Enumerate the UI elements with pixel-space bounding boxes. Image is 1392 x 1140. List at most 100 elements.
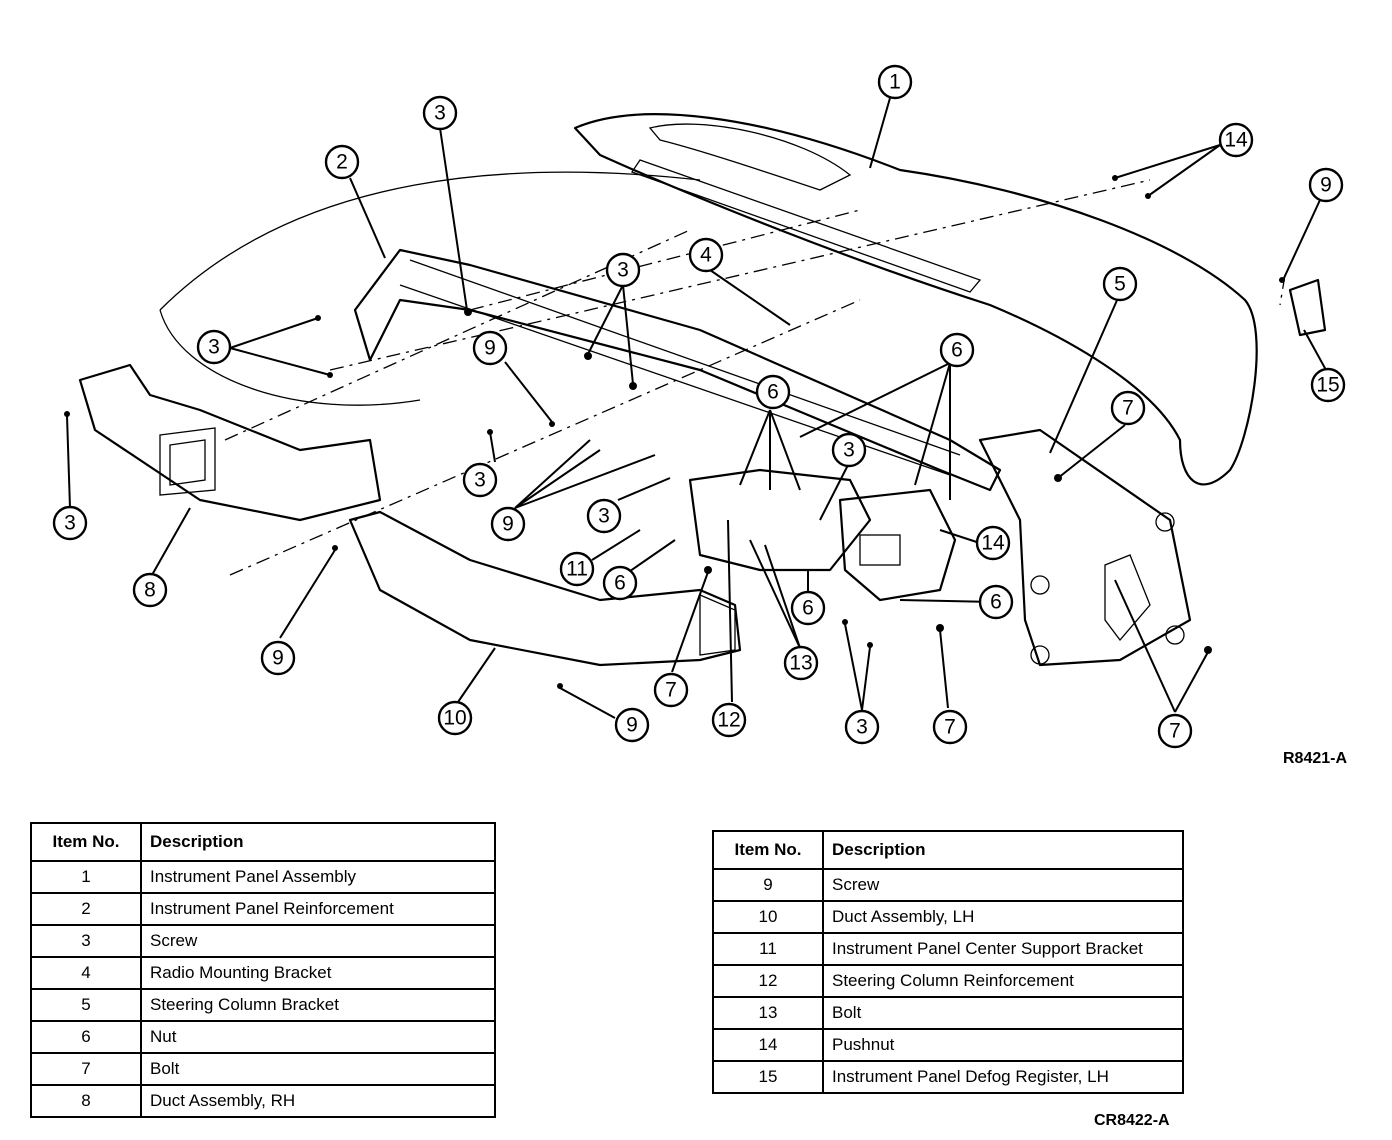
callout-3: 3 — [844, 709, 880, 745]
item-description: Nut — [140, 1020, 496, 1054]
center-support-area — [688, 468, 957, 602]
callout-12: 12 — [711, 702, 747, 738]
legend-header-row: Item No. Description — [30, 822, 496, 862]
callout-1: 1 — [877, 64, 913, 100]
item-no: 5 — [30, 988, 142, 1022]
item-description: Duct Assembly, LH — [822, 900, 1184, 934]
defog-register-lh — [1288, 278, 1327, 337]
callout-3: 3 — [196, 329, 232, 365]
svg-text:11: 11 — [566, 558, 588, 581]
svg-text:7: 7 — [1169, 720, 1181, 743]
svg-text:7: 7 — [665, 679, 677, 702]
item-description: Bolt — [822, 996, 1184, 1030]
callout-7: 7 — [1157, 713, 1193, 749]
callout-3: 3 — [52, 505, 88, 541]
svg-text:2: 2 — [336, 151, 348, 174]
centerlines — [224, 179, 1286, 576]
callout-6: 6 — [939, 332, 975, 368]
callout-6: 6 — [978, 584, 1014, 620]
item-description: Steering Column Reinforcement — [822, 964, 1184, 998]
item-no: 2 — [30, 892, 142, 926]
callout-8: 8 — [132, 572, 168, 608]
item-description: Screw — [140, 924, 496, 958]
svg-text:6: 6 — [802, 597, 814, 620]
item-description: Screw — [822, 868, 1184, 902]
callout-7: 7 — [1110, 390, 1146, 426]
svg-text:15: 15 — [1316, 374, 1339, 397]
svg-text:9: 9 — [484, 337, 496, 360]
item-no: 12 — [712, 964, 824, 998]
svg-text:6: 6 — [951, 339, 963, 362]
svg-text:8: 8 — [144, 579, 156, 602]
svg-text:9: 9 — [502, 513, 514, 536]
svg-text:3: 3 — [474, 469, 486, 492]
item-no: 6 — [30, 1020, 142, 1054]
callout-15: 15 — [1310, 367, 1346, 403]
leader-lines — [66, 97, 1327, 719]
callout-3: 3 — [605, 252, 641, 288]
svg-text:9: 9 — [626, 714, 638, 737]
svg-text:7: 7 — [1122, 397, 1134, 420]
svg-text:3: 3 — [434, 102, 446, 125]
callout-13: 13 — [783, 645, 819, 681]
callout-5: 5 — [1102, 266, 1138, 302]
callout-9: 9 — [490, 506, 526, 542]
callout-6: 6 — [755, 374, 791, 410]
svg-text:3: 3 — [598, 505, 610, 528]
figure-ref-bottom: CR8422-A — [1094, 1112, 1170, 1129]
figure-ref-top: R8421-A — [1283, 750, 1348, 767]
exploded-view-drawing: 1 14 9 3 2 3 4 5 15 3 9 6 7 6 3 3 9 3 14… — [52, 64, 1346, 749]
legend-header-row: Item No. Description — [712, 830, 1184, 870]
svg-text:12: 12 — [717, 709, 740, 732]
item-no: 3 — [30, 924, 142, 958]
item-description: Instrument Panel Center Support Bracket — [822, 932, 1184, 966]
callout-3: 3 — [422, 95, 458, 131]
callout-3: 3 — [586, 498, 622, 534]
svg-text:3: 3 — [617, 259, 629, 282]
header-item-no: Item No. — [712, 830, 824, 870]
svg-text:5: 5 — [1114, 273, 1126, 296]
item-no: 15 — [712, 1060, 824, 1094]
svg-text:6: 6 — [767, 381, 779, 404]
steering-column-bracket — [978, 428, 1192, 667]
item-no: 8 — [30, 1084, 142, 1118]
callout-9: 9 — [472, 330, 508, 366]
svg-text:14: 14 — [1224, 129, 1248, 152]
callout-9: 9 — [1308, 167, 1344, 203]
svg-text:10: 10 — [443, 707, 466, 730]
svg-text:4: 4 — [700, 244, 712, 267]
instrument-panel-reinforcement — [353, 248, 1002, 492]
callout-6: 6 — [602, 565, 638, 601]
callout-2: 2 — [324, 144, 360, 180]
item-description: Instrument Panel Defog Register, LH — [822, 1060, 1184, 1094]
callout-4: 4 — [688, 237, 724, 273]
svg-text:1: 1 — [889, 71, 901, 94]
item-no: 4 — [30, 956, 142, 990]
item-description: Instrument Panel Assembly — [140, 860, 496, 894]
item-description: Pushnut — [822, 1028, 1184, 1062]
header-description: Description — [822, 830, 1184, 870]
callout-14: 14 — [1218, 122, 1254, 158]
item-no: 13 — [712, 996, 824, 1030]
header-item-no: Item No. — [30, 822, 142, 862]
header-description: Description — [140, 822, 496, 862]
item-no: 9 — [712, 868, 824, 902]
duct-assembly-rh — [78, 363, 382, 522]
svg-text:6: 6 — [990, 591, 1002, 614]
duct-assembly-lh — [348, 510, 742, 667]
